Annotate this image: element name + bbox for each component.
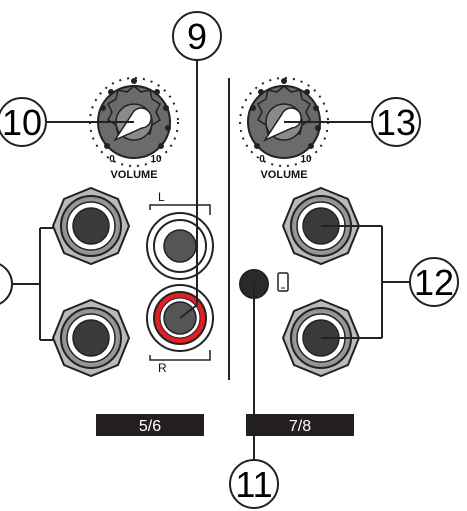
- knob-scale-dots-right: [250, 78, 321, 149]
- knob-min-label-right: 0: [259, 154, 265, 165]
- volume-label-left: VOLUME: [110, 169, 157, 181]
- callout-10-circle: [0, 97, 47, 147]
- callout-9: 9: [187, 16, 207, 57]
- knob-max-label-right: 10: [300, 154, 312, 165]
- callout-12-circle: [409, 257, 459, 307]
- callout-left-edge: [0, 263, 13, 305]
- smartphone-icon: [277, 272, 289, 292]
- channel-badge-right: [246, 414, 354, 436]
- right-jack-bracket: [321, 225, 410, 339]
- jack-input-left-bottom[interactable]: [51, 298, 131, 378]
- channel-badge-left-label: 5/6: [139, 418, 161, 435]
- callout-13: 13: [376, 102, 416, 143]
- rca-bracket: [149, 204, 211, 361]
- callout-12: 12: [414, 262, 454, 303]
- knob-scale-dots-left: [100, 78, 171, 149]
- callout-11-circle: [229, 459, 279, 509]
- callout-13-circle: [371, 97, 421, 147]
- knob-max-label-left: 10: [150, 154, 162, 165]
- callout-9-circle: [172, 11, 222, 61]
- rca-left-label: L: [158, 190, 165, 204]
- rca-right-label: R: [158, 361, 167, 375]
- jack-input-left-top[interactable]: [51, 186, 131, 266]
- channel-badge-left: [96, 414, 204, 436]
- rca-input-left[interactable]: [146, 212, 214, 280]
- callout-11: 11: [235, 464, 272, 505]
- callout-10: 10: [2, 102, 42, 143]
- knob-min-label-left: 0: [109, 154, 115, 165]
- leader-line-9-tip: [179, 304, 198, 319]
- channel-badge-right-label: 7/8: [289, 418, 311, 435]
- volume-label-right: VOLUME: [260, 169, 307, 181]
